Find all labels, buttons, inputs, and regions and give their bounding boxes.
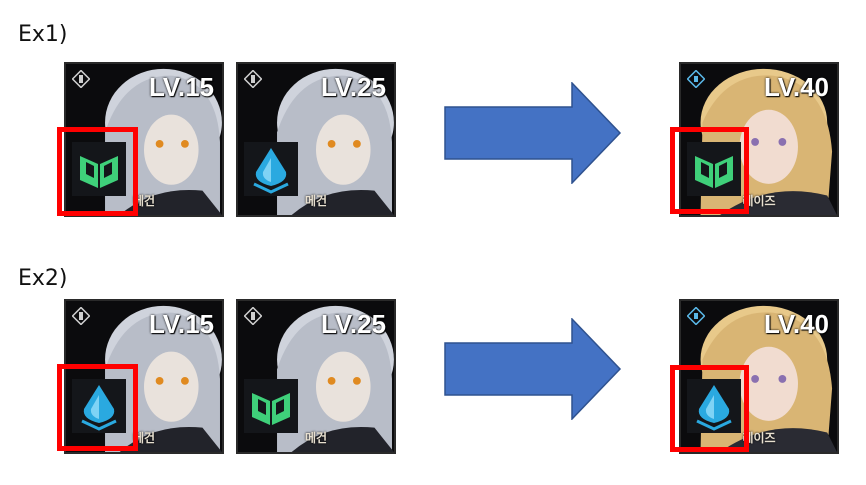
element-icon-frame <box>687 142 741 196</box>
element-icon-frame <box>244 379 298 433</box>
character-name: 메건 <box>132 431 156 445</box>
level-label: LV.25 <box>320 309 386 339</box>
element-highlight-box <box>57 127 138 216</box>
leaf-element-icon <box>80 156 118 188</box>
character-card[interactable]: LV.40 레이즈 <box>679 62 839 217</box>
character-name: 레이즈 <box>742 194 776 208</box>
class-badge-icon <box>244 70 262 88</box>
class-badge-icon <box>72 307 90 325</box>
character-name: 메건 <box>304 194 328 208</box>
leaf-element-icon <box>695 156 733 188</box>
character-portrait <box>277 68 394 215</box>
element-highlight-box <box>57 364 138 451</box>
water-element-icon <box>81 385 117 431</box>
character-card[interactable]: LV.25 메건 <box>236 299 396 454</box>
example-2-label: Ex2) <box>18 266 68 291</box>
water-element-icon <box>253 148 289 194</box>
leaf-element-icon <box>252 393 290 425</box>
class-badge-icon <box>687 70 705 88</box>
level-label: LV.15 <box>148 309 214 339</box>
element-highlight-box <box>670 127 749 214</box>
class-badge-icon <box>687 307 705 325</box>
water-element-icon <box>696 385 732 431</box>
class-badge-icon <box>244 307 262 325</box>
character-name: 메건 <box>304 431 328 445</box>
element-icon-frame <box>72 379 126 433</box>
right-arrow-icon <box>444 82 622 184</box>
right-arrow-icon <box>444 318 622 420</box>
level-label: LV.40 <box>763 72 829 102</box>
element-highlight-box <box>670 365 749 452</box>
element-icon-frame <box>244 142 298 196</box>
level-label: LV.15 <box>148 72 214 102</box>
character-card[interactable]: LV.25 메건 <box>236 62 396 217</box>
character-name: 레이즈 <box>742 431 776 445</box>
class-badge-icon <box>72 70 90 88</box>
character-card[interactable]: LV.40 레이즈 <box>679 299 839 454</box>
character-name: 메건 <box>132 194 156 208</box>
level-label: LV.25 <box>320 72 386 102</box>
example-1-label: Ex1) <box>18 22 68 47</box>
element-icon-frame <box>687 379 741 433</box>
element-icon-frame <box>72 142 126 196</box>
character-portrait <box>277 305 394 452</box>
level-label: LV.40 <box>763 309 829 339</box>
